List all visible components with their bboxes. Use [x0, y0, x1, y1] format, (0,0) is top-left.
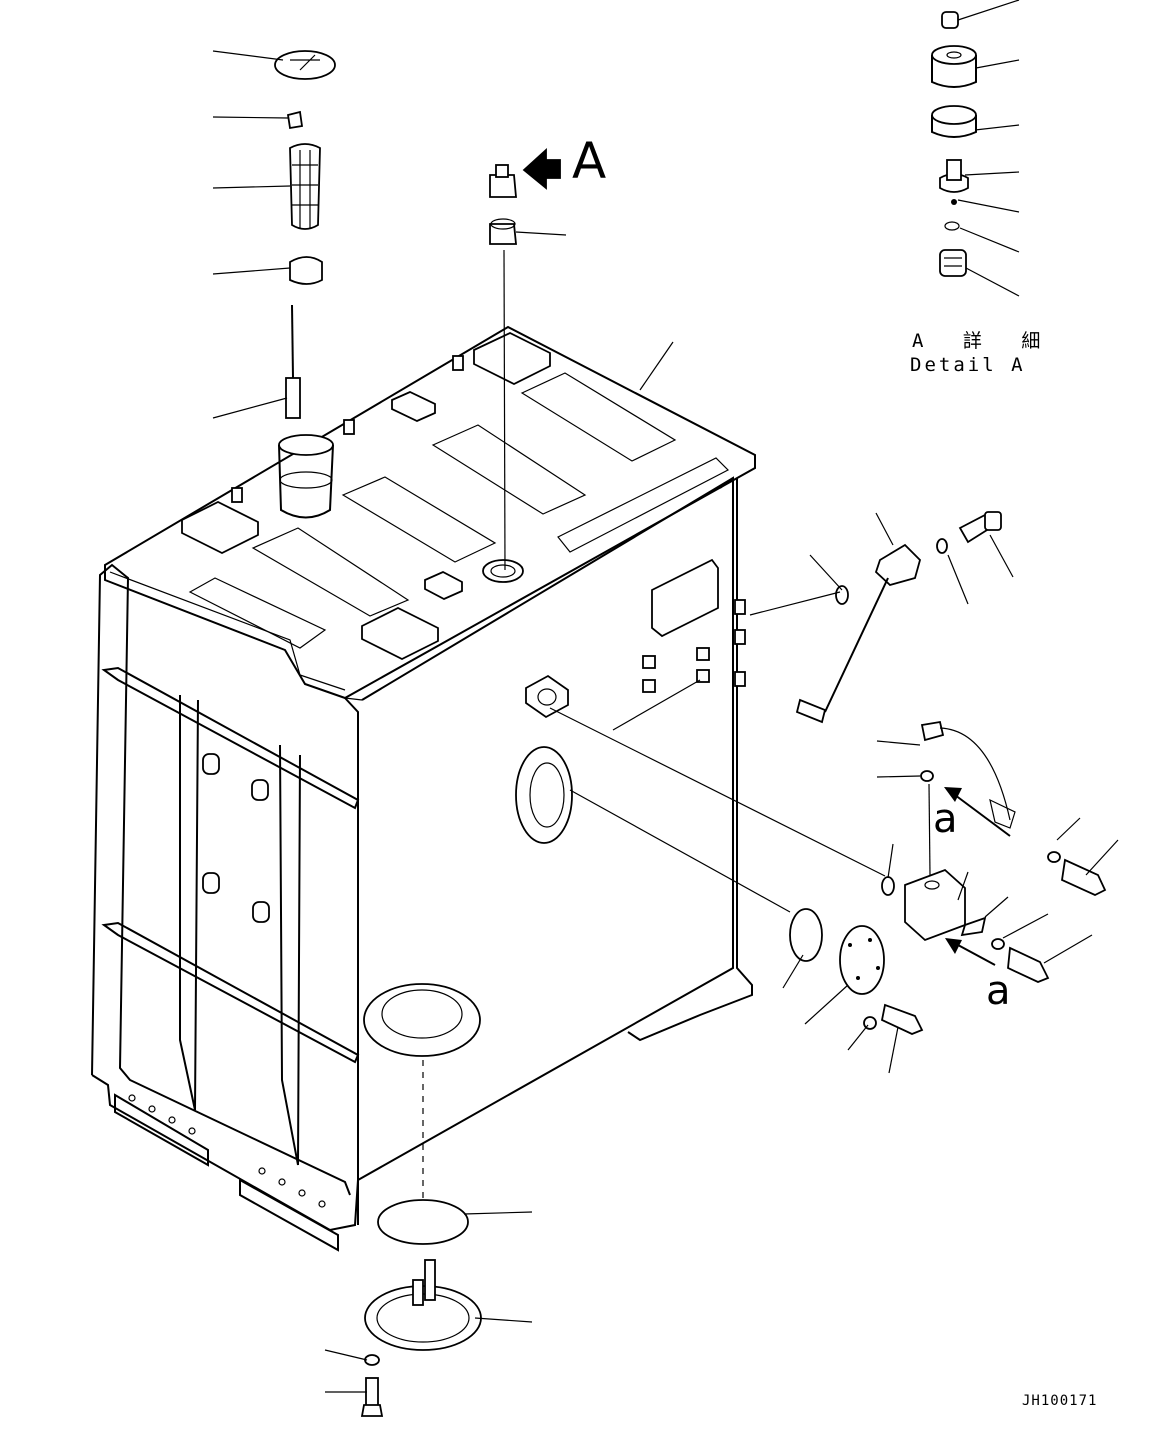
callout-a-bottom: a — [986, 968, 1011, 1014]
tank-top-features — [181, 331, 746, 1057]
side-cover-parts — [789, 908, 924, 1035]
drain-parts — [360, 1060, 482, 1417]
assembly-lines — [549, 591, 886, 913]
detail-title-en: Detail A — [910, 354, 1026, 376]
breather-parts — [489, 147, 561, 571]
tank-body — [91, 325, 756, 1252]
detail-a-parts — [931, 11, 977, 277]
drawing-number: JH100171 — [1022, 1393, 1098, 1409]
sensor-block-parts — [881, 720, 1107, 983]
level-gauge-parts — [795, 511, 1002, 724]
view-a-label: A — [572, 132, 607, 190]
leader-lines — [212, 0, 1119, 1393]
filler-cap-parts — [274, 50, 336, 419]
detail-title-jp: A 詳 細 — [912, 330, 1055, 352]
callout-a-top: a — [933, 796, 958, 842]
